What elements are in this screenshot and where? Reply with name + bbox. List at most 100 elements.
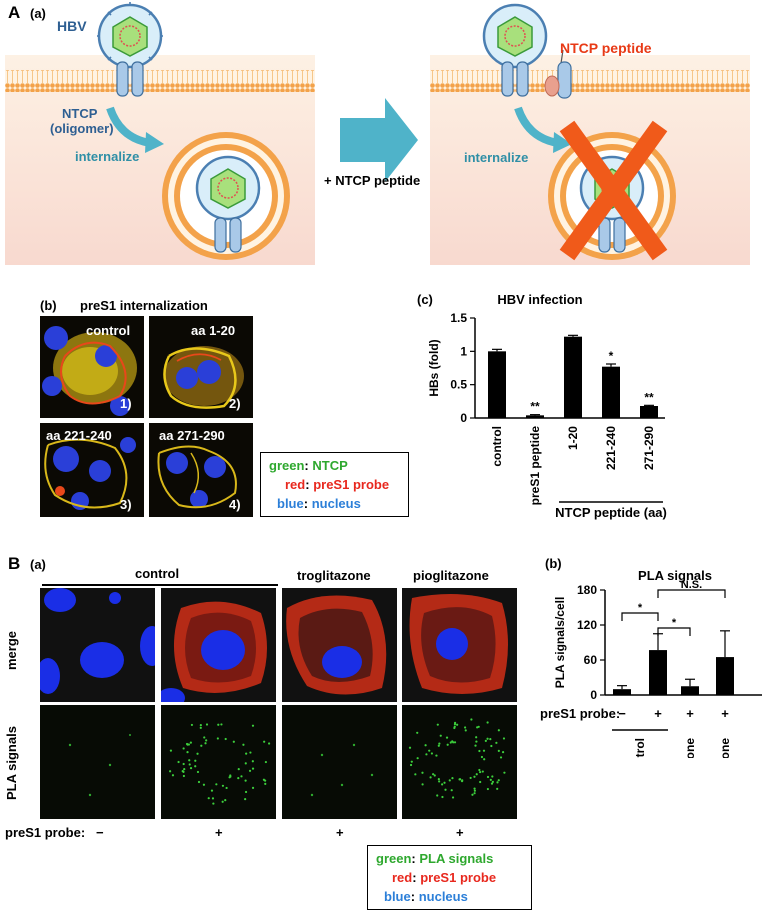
- pla-dot: [197, 780, 201, 784]
- pla-dot: [249, 751, 252, 754]
- pla-dot: [188, 763, 191, 766]
- pla-dot: [490, 782, 494, 785]
- pla-dot: [460, 780, 464, 783]
- chart-c-title: HBV infection: [497, 292, 582, 307]
- panel-a-sub-c: (c): [417, 292, 433, 307]
- pla-dot: [473, 792, 476, 795]
- merge-control-pos: [161, 588, 276, 702]
- pres1-internalization-title: preS1 internalization: [80, 298, 208, 313]
- chart-b-bracket-3: [657, 589, 726, 598]
- micrograph-aa271-290-num: 4): [229, 497, 241, 512]
- pla-dot: [237, 777, 240, 780]
- pla-dot: [499, 756, 503, 759]
- pla-dot: [451, 776, 454, 780]
- chart-b-probe-sign: −: [618, 706, 626, 721]
- legend-a-key-red: red: [285, 477, 306, 492]
- pla-dot: [450, 789, 453, 792]
- pla-dot: [189, 767, 193, 770]
- pla-dot: [430, 752, 434, 755]
- pla-dot: [217, 723, 220, 726]
- pla-dot: [251, 760, 254, 763]
- chart-b-bracket-3-label: N.S.: [681, 579, 702, 591]
- legend-b-val-red: preS1 probe: [420, 870, 497, 885]
- chart-b-category-label: troglitazone: [683, 738, 697, 758]
- pla-dot: [437, 778, 440, 781]
- pla-dot: [456, 723, 459, 726]
- pla-dot: [453, 721, 457, 724]
- pla-dot: [220, 723, 223, 726]
- micrograph-aa221-240-num: 3): [120, 497, 132, 512]
- chart-c-bar: [602, 366, 620, 418]
- chart-c-group-label: NTCP peptide (aa): [555, 505, 667, 520]
- pla-dot: [486, 721, 489, 724]
- hbv-label: HBV: [57, 18, 87, 34]
- pla-dot: [199, 726, 202, 729]
- pla-dot: [240, 775, 243, 778]
- chart-b-category-label: control: [633, 738, 647, 758]
- ntcp-label: NTCP: [62, 106, 98, 121]
- pla-dot: [501, 750, 505, 754]
- pla-pioglitazone: [402, 705, 517, 819]
- arrow-label: + NTCP peptide: [324, 173, 421, 188]
- chart-b-ytick-label: 0: [590, 688, 597, 702]
- pla-dot: [469, 776, 472, 780]
- pla-dot: [251, 724, 255, 727]
- pla-control-pos: [161, 705, 276, 819]
- pla-dot: [486, 737, 489, 740]
- chart-b-bar: [681, 686, 699, 695]
- legend-b: green: PLA signals red: preS1 probe blue…: [367, 845, 532, 910]
- legend-b-row-blue: blue: nucleus: [376, 887, 523, 906]
- pla-dot: [425, 753, 428, 756]
- probe-sign-4: +: [456, 825, 464, 840]
- pla-dot: [210, 789, 214, 792]
- pla-dot: [433, 774, 436, 777]
- pla-dot: [449, 741, 452, 744]
- chart-c-significance: **: [644, 390, 654, 404]
- chart-b-ylabel: PLA signals/cell: [553, 597, 567, 689]
- pla-dot: [438, 742, 441, 745]
- pla-dot: [409, 763, 413, 767]
- hbv-entry-schematic: HBV NTCP (oligomer) internalize + NTCP p…: [0, 0, 772, 270]
- panel-b-sub-b: (b): [545, 556, 562, 571]
- probe-sign-1: −: [96, 825, 104, 840]
- pla-dot: [448, 779, 451, 782]
- pla-dot: [484, 739, 487, 742]
- pla-dot: [437, 744, 440, 747]
- legend-a-val-blue: nucleus: [311, 496, 361, 511]
- legend-b-row-green: green: PLA signals: [376, 849, 523, 868]
- pla-dot: [445, 736, 449, 739]
- legend-b-sep-red: :: [412, 870, 417, 885]
- chart-b-ytick-label: 180: [577, 583, 597, 597]
- chart-c-ytick-label: 0: [460, 411, 467, 425]
- pla-dot: [459, 778, 462, 781]
- pla-dot: [268, 742, 271, 745]
- pla-dot: [444, 788, 447, 791]
- pla-dot: [177, 760, 180, 764]
- internalize-right-label: internalize: [464, 150, 529, 165]
- pla-dot: [441, 783, 444, 786]
- pla-dot: [244, 762, 247, 765]
- pla-dot: [215, 783, 218, 786]
- micrograph-aa1-20-num: 2): [229, 396, 241, 411]
- pla-dot: [495, 741, 498, 744]
- pla-dot: [464, 729, 467, 732]
- pla-dot: [479, 770, 482, 774]
- pla-dot: [171, 774, 175, 777]
- pla-dot: [216, 737, 219, 740]
- chart-c-significance: *: [609, 349, 614, 363]
- chart-c-bar: [640, 406, 658, 418]
- pla-dot: [470, 718, 473, 721]
- pla-dot: [204, 742, 207, 745]
- pla-dot: [473, 775, 476, 778]
- chart-b-probe-label: preS1 probe:: [540, 706, 620, 721]
- chart-c-category-label: 221-240: [604, 426, 618, 470]
- pla-dot: [196, 770, 200, 774]
- pla-dot: [453, 726, 456, 730]
- pla-dot: [436, 794, 439, 797]
- chart-c-ytick-label: 1.5: [450, 311, 467, 325]
- micrograph-control: control 1): [40, 316, 144, 418]
- pla-dot: [503, 771, 506, 774]
- internalize-left-label: internalize: [75, 149, 140, 164]
- pla-dot: [439, 734, 442, 737]
- pla-dot: [182, 747, 185, 750]
